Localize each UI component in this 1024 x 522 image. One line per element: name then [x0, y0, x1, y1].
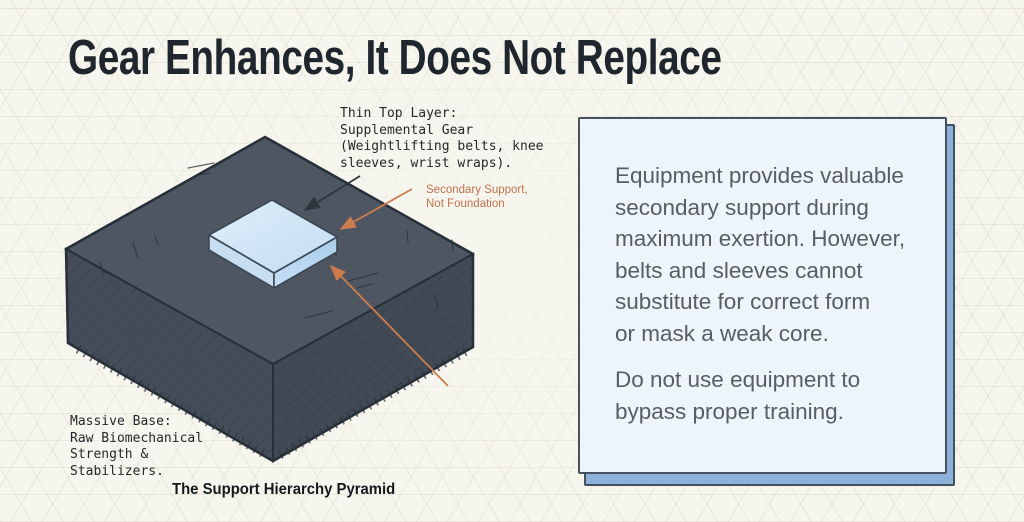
secondary-support-label: Secondary Support, Not Foundation [426, 184, 528, 210]
base-label: Massive Base: Raw Biomechanical Strength… [70, 414, 204, 479]
gear-platform [207, 199, 339, 290]
page-title: Gear Enhances, It Does Not Replace [68, 31, 722, 85]
secondary-support-long-arrow [329, 264, 449, 387]
base-block [63, 135, 476, 463]
diagram-caption: The Support Hierarchy Pyramid [172, 481, 396, 498]
top-layer-label: Thin Top Layer: Supplemental Gear (Weigh… [340, 106, 544, 171]
left-face-hatching [66, 249, 273, 461]
right-face-hatching [273, 254, 473, 461]
top-layer-arrow [303, 175, 361, 211]
base-block-silhouette [64, 135, 475, 463]
info-panel: Equipment provides valuable secondary su… [578, 117, 947, 474]
panel-paragraph-1: Equipment provides valuable secondary su… [615, 163, 906, 346]
secondary-support-arrow [339, 188, 413, 230]
gear-platform-top-face [207, 199, 339, 274]
panel-paragraph-2: Do not use equipment to bypass proper tr… [615, 367, 861, 424]
